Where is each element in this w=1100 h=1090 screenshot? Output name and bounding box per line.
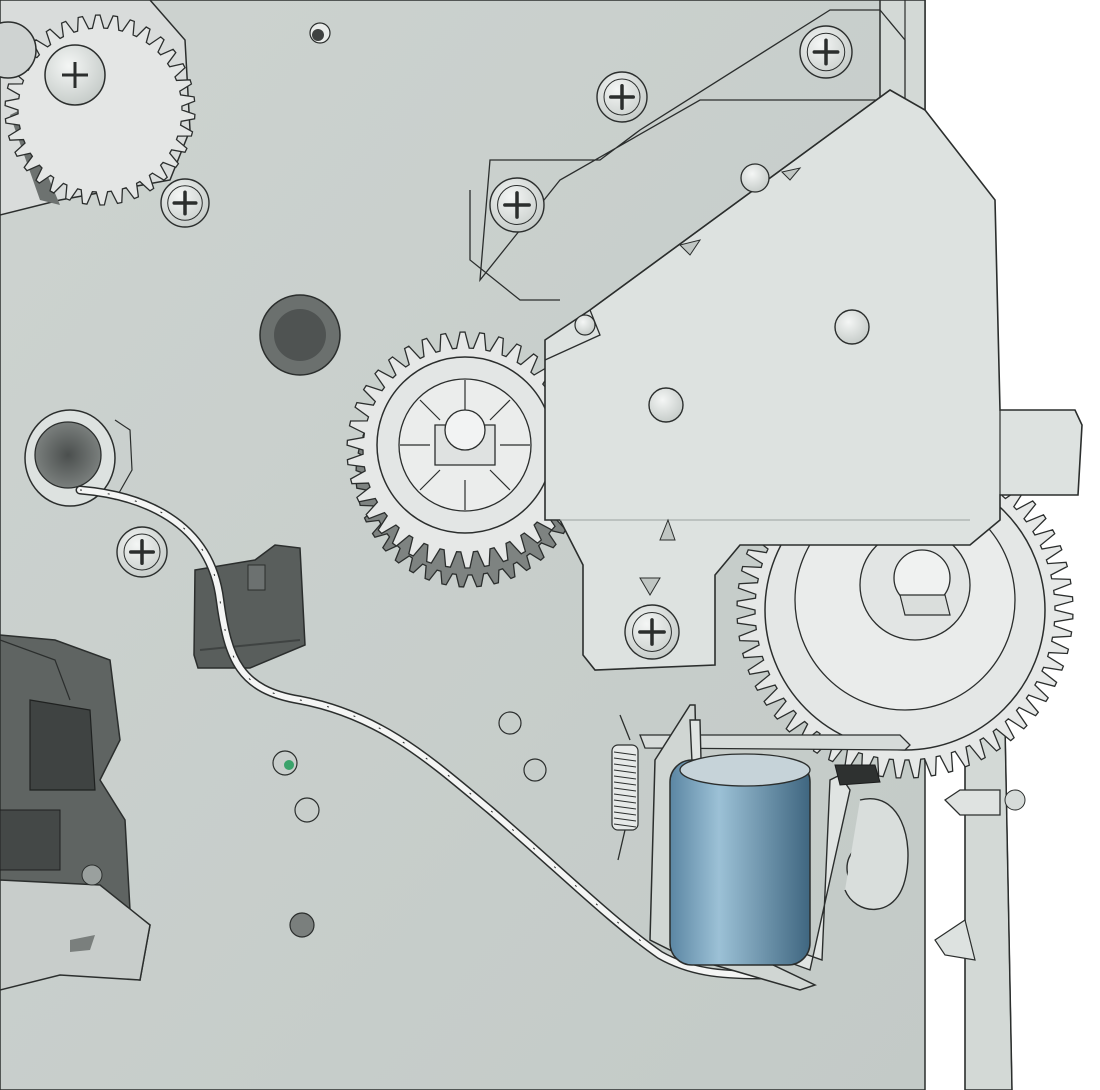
solenoid-plunger-cap [834,764,881,786]
partial-gear [0,21,37,79]
phillips-cross-icon [129,539,155,565]
solenoid-spring [611,744,639,831]
plate-holes [259,22,770,938]
solenoid-lever [639,734,911,751]
sensor-bracket [544,89,1083,671]
upper-left-gear-cluster [0,0,196,216]
plate-hole [272,750,298,776]
cable-harness [75,485,765,980]
plate-hole [498,711,522,735]
bracket-rivet [834,309,870,345]
cable-grommet [24,409,133,507]
connector-holder [193,544,306,669]
left-mechanism-assembly [0,634,151,991]
bracket-rivet [648,387,684,423]
solenoid-coil [669,759,811,966]
phillips-cross-icon [609,84,635,110]
center-drive-gear [346,331,584,588]
plate-hole [289,912,315,938]
phillips-cross-icon [172,190,198,216]
solenoid-assembly [611,704,911,991]
sensor-bracket-backplate [479,9,906,283]
phillips-cross-icon [638,618,666,646]
phillips-cross-icon [503,191,531,219]
phillips-cross-icon [812,38,840,66]
solenoid-mount-tab [844,798,909,911]
plate-hole [523,758,547,782]
plate-hole [294,797,320,823]
frame-pin [934,789,1026,961]
